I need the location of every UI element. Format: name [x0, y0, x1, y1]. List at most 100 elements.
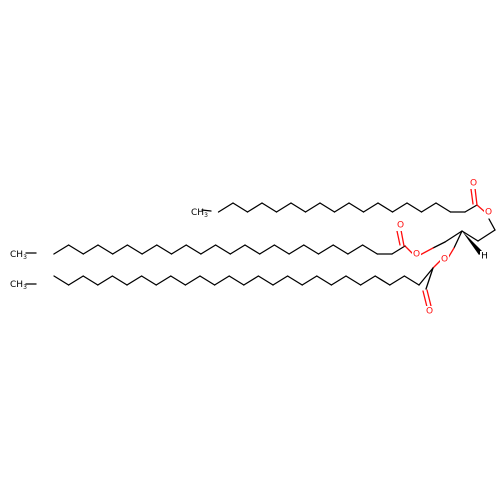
bond-layer	[25, 187, 496, 308]
bottom-chain-bond	[170, 275, 187, 286]
middle-chain-bond	[156, 244, 173, 255]
bottom-chain-bond	[213, 275, 230, 286]
oxygen-atom-carbonyl-middle: O	[396, 220, 405, 231]
bottom-chain-bond	[286, 275, 303, 286]
bottom-chain-bond	[316, 275, 333, 286]
backbone-bond	[444, 230, 463, 243]
middle-chain-bond	[288, 244, 305, 255]
bottom-chain-bond	[389, 275, 406, 286]
top-chain-bond	[348, 202, 365, 213]
top-chain-bond	[232, 202, 249, 213]
middle-chain-bond	[317, 244, 334, 255]
bottom-chain-bond	[228, 275, 245, 286]
methyl-label-top-chain: CH3	[191, 208, 208, 219]
atom-label-layer: O O O O O O H CH3 CH	[10, 178, 493, 317]
carbonyl-double-bond	[470, 188, 474, 205]
bottom-chain-bond	[184, 275, 201, 286]
backbone-bond	[461, 230, 479, 242]
backbone-bond	[477, 229, 496, 242]
bottom-chain-bond	[359, 275, 376, 286]
methyl-label-middle-chain: CH3	[10, 250, 27, 261]
carbonyl-double-bond	[396, 230, 401, 246]
top-chain-bond	[290, 202, 307, 213]
svg-text:CH3: CH3	[10, 280, 27, 291]
middle-chain-bond	[53, 244, 70, 255]
bottom-chain-bond	[140, 275, 157, 286]
middle-chain-bond	[200, 244, 217, 255]
top-chain-bond	[217, 202, 234, 213]
middle-chain-bond	[141, 244, 158, 255]
oxygen-atom-carbonyl-top: O	[469, 178, 478, 189]
top-chain-bond	[261, 202, 278, 213]
middle-chain-bond	[303, 244, 320, 255]
top-chain-bond	[406, 202, 423, 213]
top-chain-bond	[246, 202, 263, 213]
bottom-chain-bond	[243, 275, 260, 286]
middle-chain-bond	[112, 244, 129, 255]
carbonyl-double-bond	[426, 289, 432, 307]
ester-o-bond	[476, 204, 486, 213]
ester-o-bond	[404, 245, 414, 255]
top-chain-bond	[201, 209, 212, 212]
bottom-chain-bond	[272, 275, 289, 286]
bottom-chain-bond	[82, 275, 99, 286]
carbonyl-carbon-bond	[391, 245, 406, 255]
top-chain-bond	[304, 202, 321, 213]
svg-text:H: H	[481, 252, 488, 262]
bottom-chain-bond	[330, 275, 347, 286]
oxygen-atom-ester-top: O	[484, 207, 493, 218]
carbonyl-double-bond	[400, 229, 405, 247]
bottom-chain-bond	[345, 275, 362, 286]
carbonyl-carbon-bond	[418, 267, 434, 286]
middle-chain-bond	[82, 244, 99, 255]
oxygen-atom-ester-middle: O	[412, 249, 421, 260]
top-chain-bond	[333, 202, 350, 213]
middle-chain-bond	[229, 244, 246, 255]
middle-chain-bond	[361, 244, 378, 255]
carbonyl-double-bond	[422, 290, 428, 308]
methyl-label-bottom-chain: CH3	[10, 280, 27, 291]
middle-chain-bond	[347, 244, 364, 255]
middle-chain-bond	[170, 244, 187, 255]
top-chain-bond	[435, 202, 452, 213]
svg-text:O: O	[426, 307, 433, 317]
middle-chain-bond	[126, 244, 143, 255]
svg-text:O: O	[441, 255, 448, 265]
top-chain-bond	[319, 202, 336, 213]
svg-text:O: O	[470, 179, 477, 189]
bottom-chain-bond	[126, 275, 143, 286]
backbone-bond	[432, 241, 446, 249]
bottom-chain-bond	[53, 275, 70, 286]
bottom-chain-bond	[67, 275, 84, 286]
bottom-chain-bond	[111, 275, 128, 286]
hydrogen-atom-stereocenter: H	[480, 251, 489, 262]
bottom-chain-bond	[257, 275, 274, 286]
top-chain-bond	[391, 202, 408, 213]
bottom-chain-bond	[155, 275, 172, 286]
oxygen-atom-ester-bottom: O	[440, 254, 449, 265]
bottom-chain-bond	[374, 275, 391, 286]
svg-text:CH3: CH3	[191, 208, 208, 219]
carbonyl-carbon-bond	[464, 204, 478, 213]
ester-o-bond	[432, 259, 442, 269]
middle-chain-bond	[97, 244, 114, 255]
middle-chain-bond	[214, 244, 231, 255]
backbone-bond	[425, 267, 434, 290]
middle-chain-bond	[244, 244, 261, 255]
middle-chain-bond	[185, 244, 202, 255]
stereo-wedge-bond	[462, 231, 483, 255]
carbonyl-double-bond	[474, 187, 478, 206]
backbone-bond	[453, 230, 463, 249]
ester-o-bond	[419, 247, 434, 256]
svg-text:CH3: CH3	[10, 250, 27, 261]
svg-text:O: O	[397, 221, 404, 231]
middle-chain-bond	[67, 244, 84, 255]
svg-text:O: O	[413, 250, 420, 260]
oxygen-atom-carbonyl-bottom: O	[425, 306, 434, 317]
bottom-chain-bond	[403, 275, 420, 286]
backbone-bond	[488, 218, 496, 231]
middle-chain-bond	[273, 244, 290, 255]
bottom-chain-bond	[97, 275, 114, 286]
top-chain-bond	[420, 202, 437, 213]
